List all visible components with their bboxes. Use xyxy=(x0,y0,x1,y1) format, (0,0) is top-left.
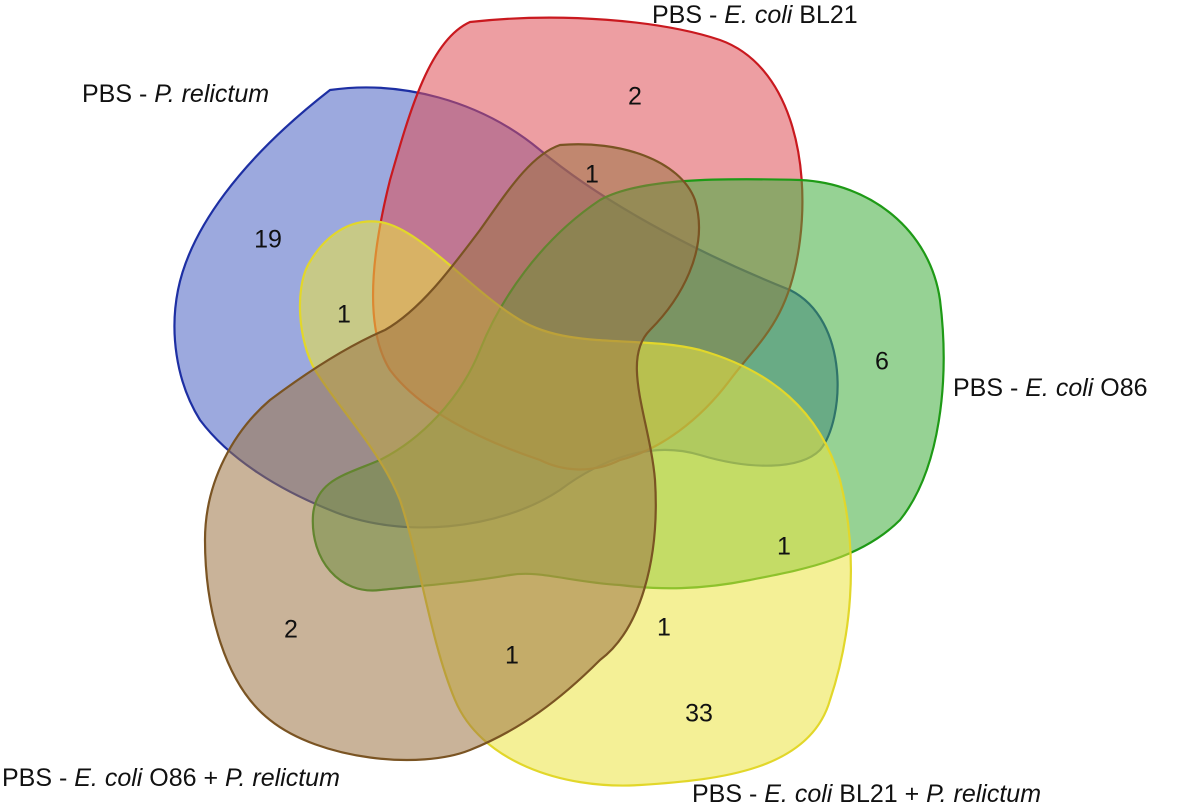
set-label-p-relictum: PBS - P. relictum xyxy=(82,80,269,108)
label-part: BL21 xyxy=(792,1,857,29)
label-part: BL21 + xyxy=(832,780,926,807)
label-part: PBS - xyxy=(953,374,1025,402)
set-label-bl21-p-relictum: PBS - E. coli BL21 + P. relictum xyxy=(692,780,1041,807)
label-part: E. coli xyxy=(764,780,834,807)
count-o86-only: 6 xyxy=(875,348,889,376)
count-bl21-and-o86-p-relictum: 1 xyxy=(585,161,599,189)
count-p-relictum-only: 19 xyxy=(254,226,282,254)
count-bl21-o86-p-relictum-and-bl21-p-relictum: 1 xyxy=(657,614,671,642)
venn-shapes xyxy=(173,16,945,787)
label-part: E. coli xyxy=(724,1,794,29)
set-label-bl21: PBS - E. coli BL21 xyxy=(652,1,858,29)
label-part: E. coli xyxy=(1025,374,1095,402)
set-label-o86: PBS - E. coli O86 xyxy=(953,374,1148,402)
label-part: PBS - xyxy=(2,764,74,792)
count-bl21-only: 2 xyxy=(628,83,642,111)
label-part: PBS - xyxy=(652,1,724,29)
region-counts: 19 1 2 1 6 1 1 33 1 2 xyxy=(254,83,889,728)
count-o86-p-relictum-only: 2 xyxy=(284,616,298,644)
label-part: PBS - xyxy=(82,80,154,108)
count-p-relictum-and-bl21-p-relictum: 1 xyxy=(337,301,351,329)
set-shape-o86-p-relictum xyxy=(203,143,700,762)
label-part: O86 xyxy=(1093,374,1147,402)
count-bl21-p-relictum-only: 33 xyxy=(685,700,713,728)
set-label-o86-p-relictum: PBS - E. coli O86 + P. relictum xyxy=(2,764,340,792)
label-part: P. relictum xyxy=(225,764,340,792)
count-bl21-p-relictum-and-o86-p-relictum: 1 xyxy=(505,642,519,670)
label-part: P. relictum xyxy=(154,80,269,108)
set-labels: PBS - P. relictum PBS - E. coli BL21 PBS… xyxy=(2,1,1148,807)
label-part: O86 + xyxy=(142,764,225,792)
label-part: P. relictum xyxy=(926,780,1041,807)
count-o86-and-bl21-p-relictum: 1 xyxy=(777,533,791,561)
label-part: E. coli xyxy=(74,764,144,792)
label-part: PBS - xyxy=(692,780,764,807)
